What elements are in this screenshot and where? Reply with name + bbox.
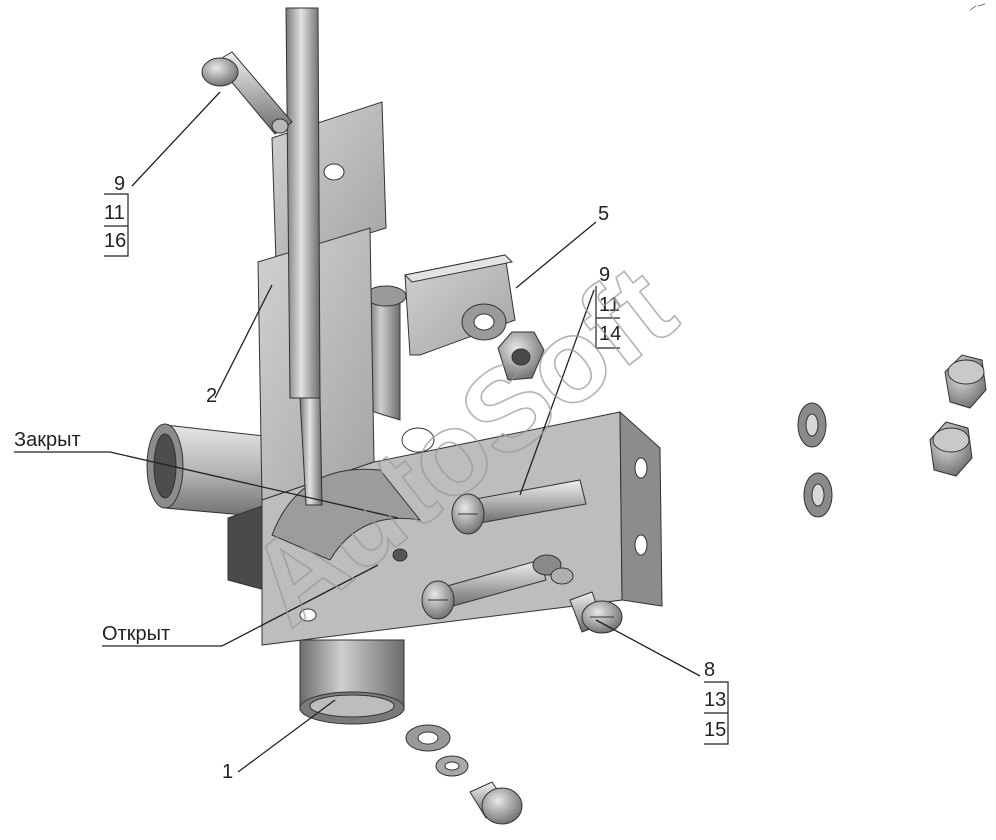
valve-body — [146, 285, 407, 725]
leader-lines — [14, 91, 701, 773]
callout-9: 9 — [599, 264, 610, 286]
callout-11: 11 — [599, 294, 620, 316]
bolt-lower — [421, 554, 574, 620]
clamp — [403, 254, 545, 381]
callout-9: 9 — [114, 173, 125, 195]
state-closed-label: Закрыт — [14, 429, 81, 451]
bottom-fasteners — [405, 724, 523, 825]
callout-15: 15 — [704, 719, 726, 741]
loose-nuts — [929, 354, 987, 477]
callout-11: 11 — [104, 202, 125, 224]
screw-right — [569, 591, 623, 634]
callout-group-bottom-right: 8 13 15 — [704, 659, 729, 745]
callout-5: 5 — [598, 203, 609, 225]
bolt-top-left — [201, 51, 293, 135]
callout-2: 2 — [206, 385, 217, 407]
callout-13: 13 — [704, 689, 726, 711]
loose-washers — [797, 402, 833, 518]
control-rod — [285, 7, 323, 506]
state-open-label: Открыт — [102, 623, 170, 645]
callout-1: 1 — [222, 761, 233, 783]
callout-group-top-left: 9 11 16 — [104, 173, 129, 257]
callout-16: 16 — [104, 230, 126, 252]
bolt-middle — [451, 479, 587, 535]
callout-group-middle-right: 9 11 14 — [595, 264, 621, 349]
callout-8: 8 — [704, 659, 715, 681]
corner-mark — [969, 3, 986, 11]
callout-14: 14 — [599, 323, 621, 345]
